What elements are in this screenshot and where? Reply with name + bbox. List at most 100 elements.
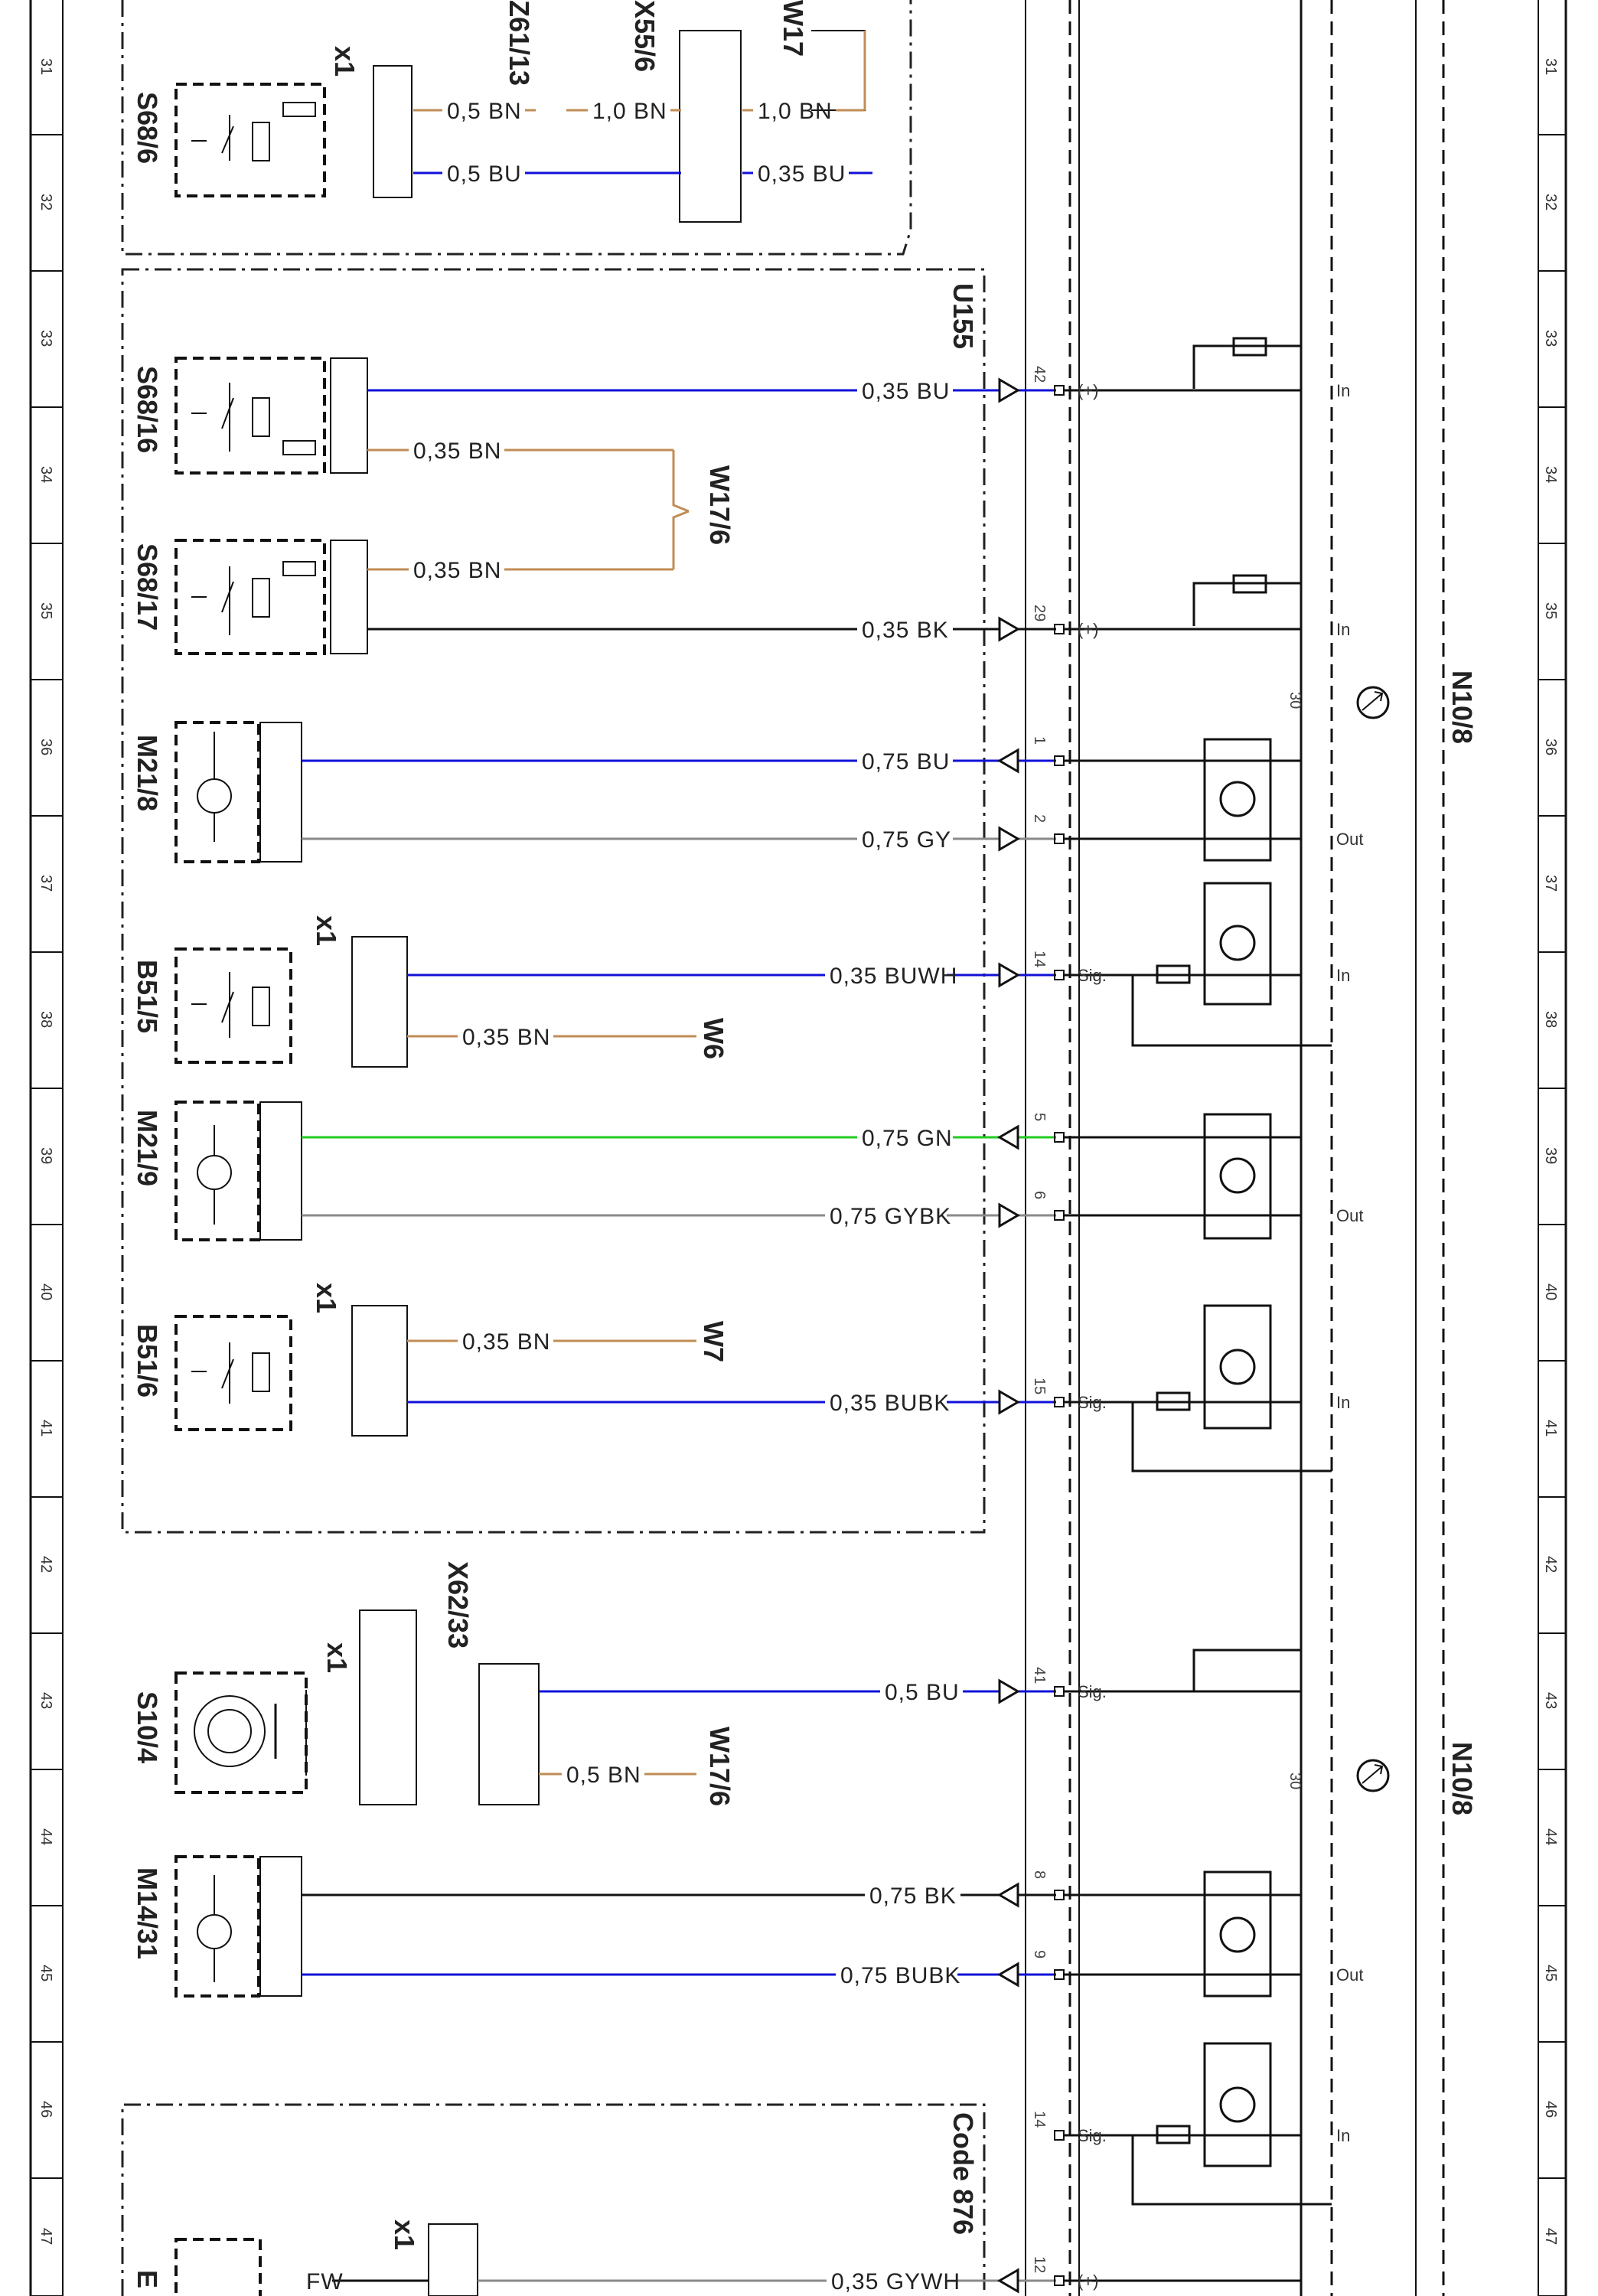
pin-socket [1054, 385, 1065, 396]
component-symbols [191, 102, 316, 1982]
component-label-e: E [132, 2270, 163, 2288]
motor-icon [197, 1875, 232, 1982]
connector-label-w17: W17 [778, 0, 809, 57]
wire-label: 0,5 BU [885, 1680, 960, 1705]
ruler-label: 42 [1542, 1556, 1559, 1573]
connector-label-w17-6: W17/6 [704, 1727, 735, 1806]
pin-socket [1054, 1686, 1065, 1697]
ruler-label: 34 [1542, 466, 1559, 483]
connector-label-x1: x1 [311, 915, 342, 946]
pin-io-label: Out [1336, 1206, 1363, 1225]
ruler-label: 31 [1542, 58, 1559, 75]
switch-icon [191, 383, 316, 455]
ruler-label: 37 [38, 875, 54, 892]
pin-function: Sig. [1078, 966, 1107, 985]
connector-arrow-icon [998, 1389, 1020, 1415]
wire-label: 0,75 GY [862, 827, 951, 853]
connector-label-x1: x1 [389, 2219, 420, 2250]
pin-io-label: In [1336, 1393, 1350, 1412]
ruler-label: 47 [38, 2228, 54, 2245]
transistor-icon [1219, 1916, 1256, 1953]
motor-icon [197, 1125, 232, 1225]
module-labels: N10/8 N10/8 30 30 [1287, 670, 1478, 1815]
connector-arrow-icon [997, 1882, 1019, 1908]
component-label-b51-5: B51/5 [132, 960, 163, 1033]
ruler-label: 39 [38, 1147, 54, 1164]
transistor-icon [1219, 1349, 1256, 1385]
pin-socket [1054, 1969, 1065, 1980]
transistor-blocks [1131, 337, 1332, 2206]
component-boxes: S68/6 S68/16 S68/17 M21/8 B51/5 M21/9 B5… [132, 83, 326, 2296]
wire-label: 0,75 BUBK [840, 1963, 960, 1988]
connector-label-x1: x1 [329, 46, 360, 77]
group-label-u155: U155 [947, 283, 979, 349]
ruler-label: 32 [1542, 194, 1559, 210]
ruler-label: 42 [38, 1556, 54, 1573]
pin-socket [1054, 833, 1065, 844]
connector-arrow-icon [998, 377, 1020, 403]
pin-function: (+) [1078, 2272, 1099, 2291]
pin-labels: 42(+)In29(+)In12Out14Sig.In56Out15Sig.In… [1031, 366, 1363, 2291]
ruler-label: 38 [38, 1011, 54, 1028]
motor-icon [197, 732, 232, 842]
ground-symbol-icon [1356, 686, 1390, 719]
wire-label: 0,35 BU [758, 161, 846, 187]
ruler-label: 43 [38, 1692, 54, 1709]
component-label-s68-16: S68/16 [132, 366, 163, 453]
switch-icon [191, 561, 316, 635]
ruler-label: 37 [1542, 875, 1559, 892]
connector-arrow-icon [997, 2268, 1019, 2294]
pin-function: (+) [1078, 381, 1099, 400]
pin-function: Sig. [1078, 1682, 1107, 1701]
wire-label: 0,75 BU [862, 749, 950, 775]
ruler-label: 41 [38, 1420, 54, 1437]
connector-arrow-icon [997, 748, 1019, 774]
wire-label: 0,35 BN [413, 439, 501, 464]
wire-label: 0,5 BN [566, 1763, 641, 1788]
ruler-label: 46 [1542, 2101, 1559, 2118]
wire-label: 0,75 GN [862, 1126, 953, 1151]
component-label-m21-8: M21/8 [132, 735, 163, 811]
pin-function: Sig. [1078, 1393, 1107, 1412]
pin-io-label: In [1336, 620, 1350, 639]
wire-label: 0,35 BK [862, 618, 949, 643]
pin-socket [1054, 624, 1065, 634]
wire-junction [672, 450, 690, 569]
wire-label: 0,5 BN [447, 99, 522, 124]
connector-arrow-icon [997, 1124, 1019, 1150]
connector-arrow-icon [998, 962, 1020, 988]
ruler-label: 44 [1542, 1828, 1559, 1845]
connector-arrow-icon [998, 1678, 1020, 1704]
frame-lines [1025, 0, 1445, 2296]
connector-arrow-icon [997, 1962, 1019, 1988]
pin-io-label: In [1336, 381, 1350, 400]
component-label-s68-6: S68/6 [132, 92, 163, 164]
pin-number: 5 [1031, 1113, 1048, 1121]
ruler-label: 35 [38, 602, 54, 619]
pin-socket [1054, 1132, 1065, 1143]
ruler-label: 34 [38, 466, 54, 483]
pin-socket [1054, 1397, 1065, 1407]
wire-label: 0,35 BUBK [830, 1391, 950, 1416]
wire-label: 0,5 BU [447, 161, 522, 187]
pin-function: (+) [1078, 620, 1099, 639]
ruler-label: 36 [1542, 739, 1559, 755]
ruler-label: 41 [1542, 1420, 1559, 1437]
ruler-label: 36 [38, 739, 54, 755]
component-label-m14-31: M14/31 [132, 1867, 163, 1959]
connector-label-x55-6: X55/6 [629, 0, 660, 72]
pin-number: 14 [1031, 2111, 1048, 2128]
wire-label: 1,0 BN [592, 99, 667, 124]
ruler-label: 31 [38, 58, 54, 75]
pin-io-label: In [1336, 966, 1350, 985]
connector-label-w6: W6 [698, 1018, 729, 1059]
pin-number: 6 [1031, 1191, 1048, 1199]
ruler-label: 32 [38, 194, 54, 210]
pin-number: 29 [1031, 605, 1048, 621]
ruler-label: 40 [1542, 1283, 1559, 1300]
group-label-code876: Code 876 [947, 2112, 979, 2235]
pin-socket [1054, 755, 1065, 766]
